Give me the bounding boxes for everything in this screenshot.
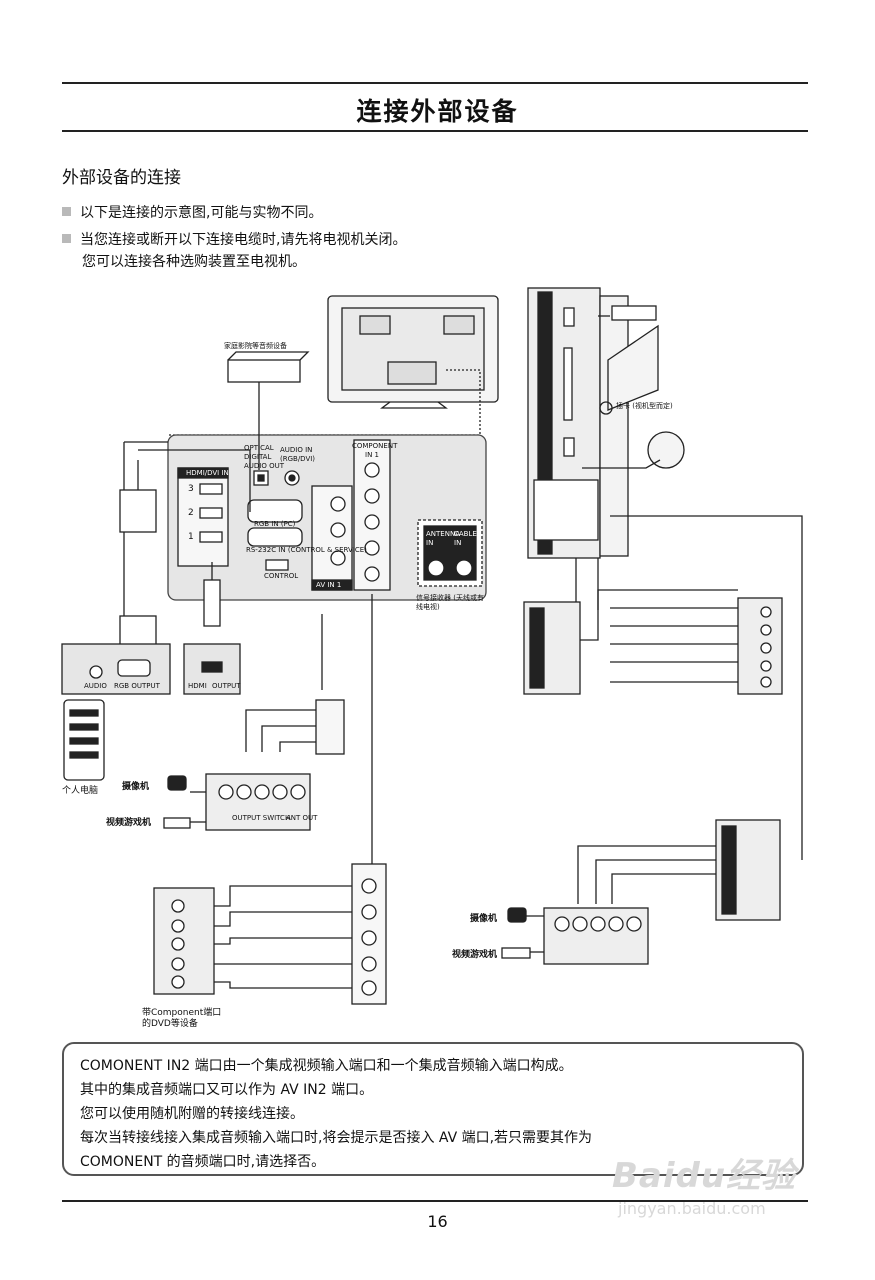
label-pc-rgb-out: RGB OUTPUT bbox=[114, 682, 160, 690]
bullet-text: 当您连接或断开以下连接电缆时,请先将电视机关闭。 bbox=[80, 232, 407, 248]
label-hdmi-source: HDMI bbox=[188, 682, 207, 690]
label-camcorder-upper: 摄像机 bbox=[122, 782, 150, 792]
section-title: 外部设备的连接 bbox=[62, 168, 181, 188]
label-output-switch: OUTPUT SWITCH bbox=[232, 814, 291, 822]
label-hdmi-port-3: 3 bbox=[188, 484, 194, 494]
label-hdmi-port-1: 1 bbox=[188, 532, 194, 542]
label-antenna-in: ANTENNA IN bbox=[426, 530, 460, 547]
page-number: 16 bbox=[427, 1212, 448, 1231]
label-game-console-lower: 视频游戏机 bbox=[452, 950, 498, 960]
diagram-graphic bbox=[61, 287, 803, 1005]
label-control: CONTROL bbox=[264, 572, 299, 580]
bullet-text: 以下是连接的示意图,可能与实物不同。 bbox=[80, 205, 323, 221]
label-ant-out: ANT OUT bbox=[286, 814, 318, 822]
label-audio-in-rgb-dvi: AUDIO IN (RGB/DVI) bbox=[280, 446, 316, 463]
label-antenna-note: 信号接收器 (天线或有线电视) bbox=[416, 594, 484, 611]
note-line: 其中的集成音频端口又可以作为 AV IN2 端口。 bbox=[80, 1082, 374, 1098]
header-rule-bottom bbox=[62, 130, 808, 132]
label-camcorder-lower: 摄像机 bbox=[470, 914, 498, 924]
label-optical-out: OPTICAL DIGITAL AUDIO OUT bbox=[244, 444, 285, 470]
bullet-item: 当您连接或断开以下连接电缆时,请先将电视机关闭。 bbox=[62, 229, 406, 251]
label-component-in1: COMPONENT IN 1 bbox=[352, 442, 398, 459]
baidu-watermark: Baidu经验 jingyan.baidu.com bbox=[612, 1148, 796, 1218]
label-rs232c: RS-232C IN (CONTROL & SERVICE) bbox=[246, 546, 367, 554]
label-pc: 个人电脑 bbox=[62, 786, 99, 796]
label-game-console-upper: 视频游戏机 bbox=[106, 818, 152, 828]
note-line: COMONENT 的音频端口时,请选择否。 bbox=[80, 1154, 326, 1170]
bullet-item: 以下是连接的示意图,可能与实物不同。 bbox=[62, 202, 322, 224]
label-av-in1: AV IN 1 bbox=[316, 581, 342, 589]
label-rgb-in-pc: RGB IN (PC) bbox=[254, 520, 296, 528]
connection-diagram: 家庭影院等音频设备 OPTICAL DIGITAL AUDIO OUT AUDI… bbox=[50, 280, 820, 1035]
label-cable-in: CABLE IN bbox=[454, 530, 477, 547]
label-ci-note: 插卡 (视机型而定) bbox=[616, 402, 673, 410]
label-dvd: 带Component端口的DVD等设备 bbox=[142, 1008, 222, 1029]
label-pc-audio: AUDIO bbox=[84, 682, 107, 690]
bullet-square-icon bbox=[62, 207, 71, 216]
bullet-square-icon bbox=[62, 234, 71, 243]
page-title: 连接外部设备 bbox=[356, 97, 519, 126]
header-rule-top bbox=[62, 82, 808, 84]
label-hdmi-output: OUTPUT bbox=[212, 682, 241, 690]
label-hdmi-dvi-in: HDMI/DVI IN bbox=[186, 469, 229, 477]
info-note-box: COMONENT IN2 端口由一个集成视频输入端口和一个集成音频输入端口构成。… bbox=[62, 1042, 804, 1176]
bullet-continuation: 您可以连接各种选购装置至电视机。 bbox=[82, 254, 306, 270]
note-line: 每次当转接线接入集成音频输入端口时,将会提示是否接入 AV 端口,若只需要其作为 bbox=[80, 1130, 593, 1146]
watermark-brand: Baidu经验 bbox=[612, 1156, 797, 1196]
note-line: COMONENT IN2 端口由一个集成视频输入端口和一个集成音频输入端口构成。 bbox=[80, 1058, 573, 1074]
watermark-url: jingyan.baidu.com bbox=[618, 1199, 766, 1218]
label-hdmi-port-2: 2 bbox=[188, 508, 194, 518]
note-line: 您可以使用随机附赠的转接线连接。 bbox=[80, 1106, 304, 1122]
footer-rule bbox=[62, 1200, 808, 1202]
label-audio-receiver: 家庭影院等音频设备 bbox=[224, 342, 287, 350]
